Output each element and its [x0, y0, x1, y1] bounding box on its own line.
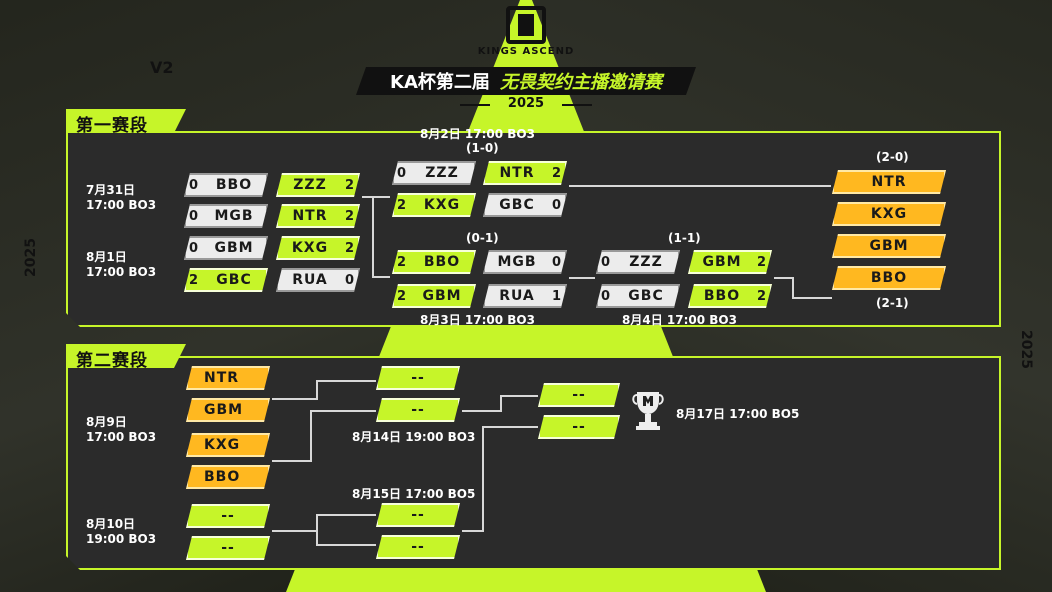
connector: [316, 514, 318, 544]
connector: [272, 460, 312, 462]
day1-time: 17:00 BO3: [86, 198, 157, 212]
s2-lf-2[interactable]: --: [376, 535, 460, 559]
kings-ascend-logo: KINGS ASCEND: [476, 6, 576, 64]
event-title: KA杯第二届 无畏契约主播邀请赛: [356, 67, 696, 95]
connector: [272, 530, 318, 532]
side-year-left: 2025: [23, 238, 39, 277]
record-0-1: (0-1): [466, 231, 499, 245]
aug15-schedule: 8月15日 17:00 BO5: [352, 487, 476, 501]
connector: [372, 276, 390, 278]
qualified-1[interactable]: NTR: [832, 170, 946, 194]
aug3-schedule: 8月3日 17:00 BO3: [420, 313, 535, 327]
connector: [372, 196, 390, 198]
stage2-panel: [66, 356, 1001, 570]
connector: [500, 395, 538, 397]
s2-lf-1[interactable]: --: [376, 503, 460, 527]
side-year-right: 2025: [1018, 330, 1034, 369]
s2-sf-1[interactable]: --: [376, 366, 460, 390]
s2-seed-3[interactable]: KXG: [186, 433, 270, 457]
aug10-time: 19:00 BO3: [86, 532, 157, 546]
aug9-time: 17:00 BO3: [86, 430, 157, 444]
day1-date: 7月31日: [86, 183, 136, 197]
record-2-1: (2-1): [876, 296, 909, 310]
connector: [272, 398, 318, 400]
qualified-3[interactable]: GBM: [832, 234, 946, 258]
s2-tbd-2[interactable]: --: [186, 536, 270, 560]
event-title-part-b: 无畏契约主播邀请赛: [499, 72, 662, 93]
record-1-1: (1-1): [668, 231, 701, 245]
connector: [316, 514, 376, 516]
aug14-schedule: 8月14日 19:00 BO3: [352, 430, 476, 444]
trophy-icon: [632, 392, 664, 430]
connector: [316, 544, 376, 546]
aug17-schedule: 8月17日 17:00 BO5: [676, 407, 800, 421]
connector: [500, 395, 502, 412]
s2-tbd-1[interactable]: --: [186, 504, 270, 528]
record-2-0: (2-0): [876, 150, 909, 164]
qualified-4[interactable]: BBO: [832, 266, 946, 290]
day2-date: 8月1日: [86, 250, 127, 264]
aug9-date: 8月9日: [86, 415, 127, 429]
aug10-date: 8月10日: [86, 517, 136, 531]
connector: [316, 380, 318, 400]
ka-logo-icon: [506, 6, 546, 44]
connector: [569, 277, 595, 279]
qualified-2[interactable]: KXG: [832, 202, 946, 226]
connector: [482, 426, 538, 428]
connector: [774, 277, 794, 279]
connector: [792, 297, 832, 299]
connector: [792, 277, 794, 299]
event-title-part-a: KA杯第二届: [390, 72, 490, 93]
stage2-label: 第二赛段: [66, 344, 186, 368]
connector: [462, 530, 484, 532]
event-year: 2025: [460, 96, 592, 112]
s2-seed-2[interactable]: GBM: [186, 398, 270, 422]
connector: [310, 410, 312, 462]
s2-seed-1[interactable]: NTR: [186, 366, 270, 390]
connector: [310, 410, 376, 412]
version-label: V2: [150, 58, 174, 77]
logo-text: KINGS ASCEND: [477, 46, 575, 57]
aug2-schedule: 8月2日 17:00 BO3: [420, 127, 535, 141]
record-1-0: (1-0): [466, 141, 499, 155]
s2-final-2[interactable]: --: [538, 415, 620, 439]
s2-sf-2[interactable]: --: [376, 398, 460, 422]
connector: [362, 196, 374, 198]
s2-final-1[interactable]: --: [538, 383, 620, 407]
connector: [569, 185, 831, 187]
connector: [316, 380, 376, 382]
connector: [372, 196, 374, 278]
stage1-label: 第一赛段: [66, 109, 186, 133]
connector: [462, 410, 502, 412]
day2-time: 17:00 BO3: [86, 265, 157, 279]
aug4-schedule: 8月4日 17:00 BO3: [622, 313, 737, 327]
s2-seed-4[interactable]: BBO: [186, 465, 270, 489]
connector: [482, 426, 484, 532]
